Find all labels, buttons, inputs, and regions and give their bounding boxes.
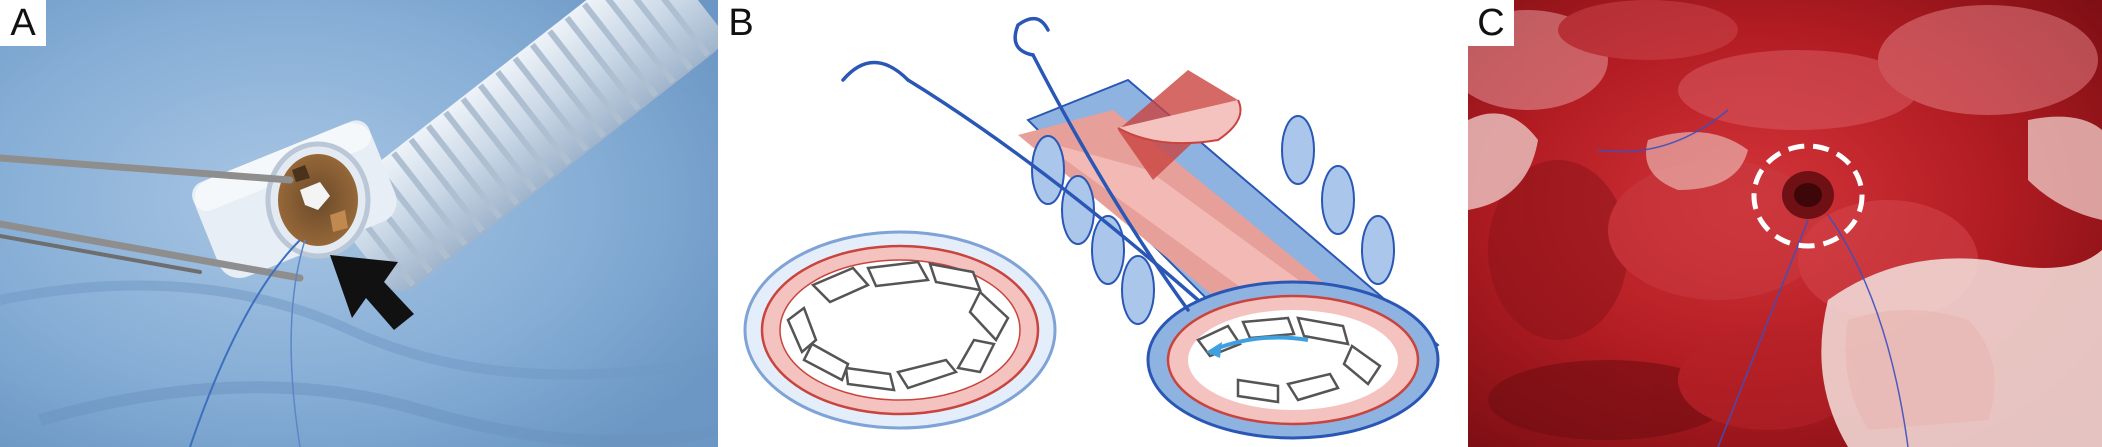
forceps: [0, 154, 304, 282]
panel-label-c: C: [1468, 0, 1514, 46]
cross-section: [743, 230, 1057, 430]
panel-a-photo: A: [0, 0, 718, 447]
panel-label-a: A: [0, 0, 46, 46]
graft-photo: [0, 0, 718, 447]
bone-fragments: [786, 260, 1010, 392]
panel-label-b: B: [718, 0, 764, 46]
dashed-circle-icon: [1751, 143, 1865, 249]
needle-icon: [841, 16, 1200, 312]
vessel-schematic: [743, 16, 1440, 440]
panel-c-photo: C: [1468, 0, 2102, 447]
suture-thread: [189, 239, 301, 447]
surgical-field-photo: [1468, 0, 2102, 447]
panel-b-illustration: B: [718, 0, 1468, 447]
longitudinal-vessel: [1018, 70, 1440, 440]
arrow-icon: [330, 255, 414, 330]
